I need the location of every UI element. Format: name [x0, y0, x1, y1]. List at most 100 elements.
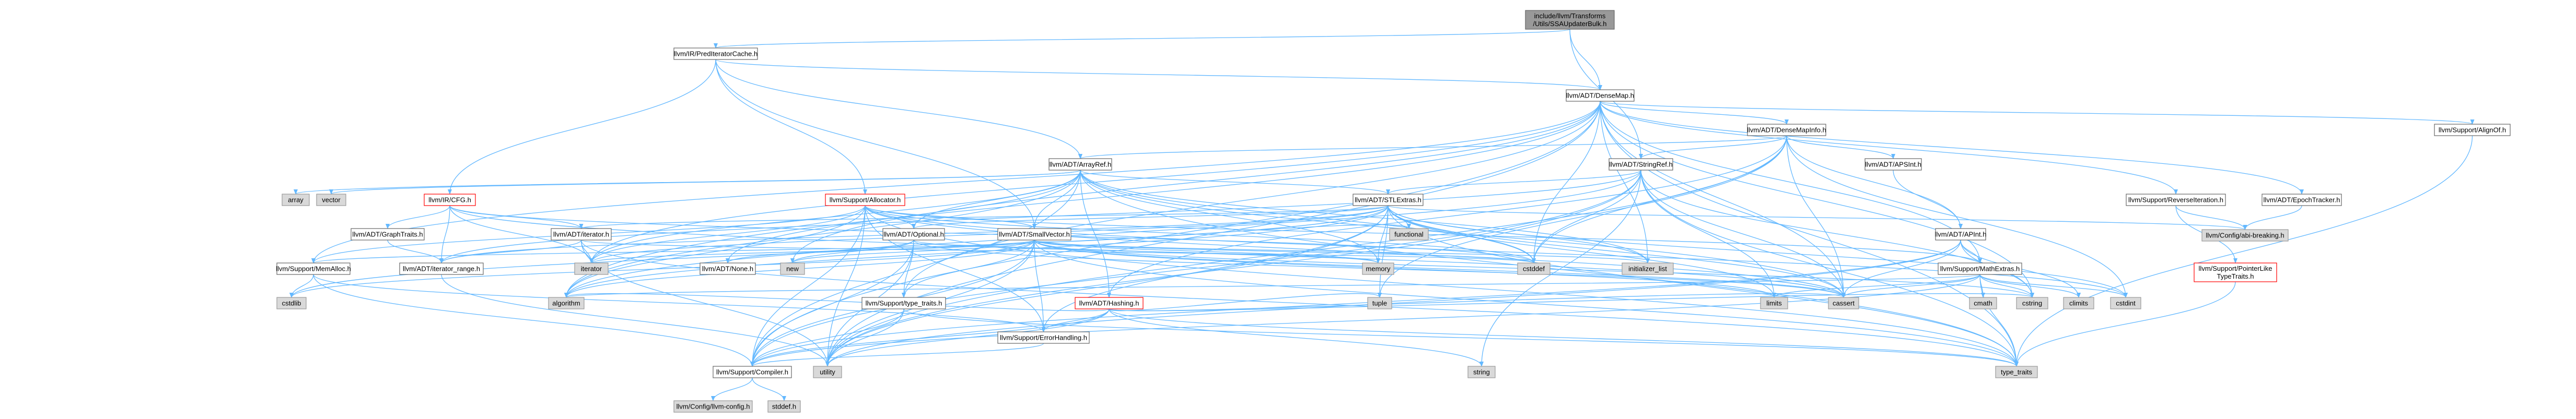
node-box [813, 366, 842, 378]
node-label: llvm/ADT/iterator_range.h [403, 265, 480, 272]
edge-mathextras-to-limits [1772, 274, 1980, 298]
node-box [2434, 124, 2511, 136]
node-box [2262, 194, 2342, 206]
edge-stringref-to-limits [1640, 170, 1776, 298]
node-llvm-adt-arrayref-h[interactable]: llvm/ADT/ArrayRef.h [1048, 158, 1112, 171]
node-algorithm: algorithm [548, 297, 585, 309]
edge-arrayref-to-vector [329, 170, 1081, 195]
edge-densemap-to-cstddef [1532, 101, 1601, 264]
node-llvm-support-errorhandling-h[interactable]: llvm/Support/ErrorHandling.h [997, 331, 1090, 344]
edge-mathextras-to-cstdint [1979, 274, 2128, 298]
edge-mathextras-to-algorithm [565, 274, 1980, 298]
edge-stlextras-to-utility [825, 205, 1389, 367]
node-llvm-adt-stlextras-h[interactable]: llvm/ADT/STLExtras.h [1353, 194, 1424, 206]
edge-mathextras-to-cstring [1979, 274, 2034, 298]
node-llvm-adt-optional-h[interactable]: llvm/ADT/Optional.h [882, 228, 945, 241]
edge-optional-to-compiler [750, 240, 914, 367]
edge-allocator-to-errorhandling [865, 205, 1046, 332]
node-box [780, 262, 805, 275]
node-box [2016, 297, 2048, 309]
node-box [673, 400, 753, 413]
node-box [1353, 194, 1424, 206]
node-limits: limits [1760, 297, 1788, 309]
node-llvm-support-allocator-h[interactable]: llvm/Support/Allocator.h [825, 194, 905, 206]
node-box [276, 262, 351, 275]
edge-stlextras-to-limits [1388, 205, 1776, 298]
node-llvm-support-reverseiteration-h[interactable]: llvm/Support/ReverseIteration.h [2126, 194, 2226, 206]
node-cassert: cassert [1828, 297, 1859, 309]
node-llvm-adt-none-h[interactable]: llvm/ADT/None.h [700, 262, 756, 275]
node-box [282, 194, 310, 206]
node-llvm-adt-iterator-range-h[interactable]: llvm/ADT/iterator_range.h [399, 262, 484, 275]
node-label: llvm/Support/MemAlloc.h [276, 265, 351, 272]
node-llvm-adt-smallvector-h[interactable]: llvm/ADT/SmallVector.h [997, 228, 1071, 241]
edge-smallvector-to-limits [1034, 240, 1776, 298]
node-label: llvm/ADT/ArrayRef.h [1050, 160, 1111, 168]
node-include-llvm-transforms-utils-ssaupdaterbulk-h[interactable]: include/llvm/Transforms/Utils/SSAUpdater… [1525, 10, 1615, 30]
edge-densemap-to-algorithm [564, 101, 1601, 298]
node-box [2063, 297, 2094, 309]
node-box [424, 194, 476, 206]
node-llvm-support-type-traits-h[interactable]: llvm/Support/type_traits.h [861, 297, 946, 309]
node-llvm-support-mathextras-h[interactable]: llvm/Support/MathExtras.h [1938, 262, 2022, 275]
edge-densemapinfo-to-apint [1786, 135, 1963, 229]
node-llvm-adt-epochtracker-h[interactable]: llvm/ADT/EpochTracker.h [2262, 194, 2342, 206]
node-label: cassert [1833, 299, 1855, 307]
node-llvm-adt-apsint-h[interactable]: llvm/ADT/APSInt.h [1864, 158, 1922, 171]
edge-hashing-to-cstring [1109, 292, 2034, 312]
node-label: cmath [1974, 299, 1992, 307]
node-box [1367, 297, 1392, 309]
node-llvm-adt-densemapinfo-h[interactable]: llvm/ADT/DenseMapInfo.h [1747, 124, 1826, 136]
edge-smallvector-to-new [790, 240, 1035, 264]
node-llvm-adt-densemap-h[interactable]: llvm/ADT/DenseMap.h [1566, 89, 1635, 102]
node-llvm-adt-graphtraits-h[interactable]: llvm/ADT/GraphTraits.h [351, 228, 425, 241]
edge-cfg-to-iterator [449, 205, 593, 264]
node-llvm-config-abi-breaking-h: llvm/Config/abi-breaking.h [2201, 229, 2289, 242]
edge-arrayref-to-compiler [750, 170, 1081, 367]
edge-stringref-to-type_traits [1640, 170, 2019, 367]
node-llvm-support-compiler-h[interactable]: llvm/Support/Compiler.h [713, 366, 792, 378]
edge-compiler-to-stddef [752, 377, 786, 401]
edge-stlextras-to-cassert [1388, 205, 1846, 298]
node-label: array [288, 196, 304, 203]
node-llvm-ir-cfg-h[interactable]: llvm/IR/CFG.h [424, 194, 476, 206]
node-box [2126, 194, 2226, 206]
dependency-edges [289, 29, 2474, 401]
edge-densemapinfo-to-tuple [1378, 135, 1787, 298]
node-label: new [786, 265, 799, 272]
node-llvm-adt-iterator-h[interactable]: llvm/ADT/iterator.h [551, 228, 612, 241]
edge-densemap-to-utility [825, 101, 1601, 367]
node-box [1995, 366, 2038, 378]
edge-allocator-to-compiler [750, 205, 866, 367]
edge-arrayref-to-cstddef [1080, 170, 1536, 264]
edge-predcache-to-cfg [448, 59, 716, 195]
edge-predcache-to-allocator [715, 59, 867, 195]
node-llvm-ir-prediteratorcache-h[interactable]: llvm/IR/PredIteratorCache.h [673, 47, 758, 60]
node-box [713, 366, 792, 378]
edge-smallvector-to-type_traits [1034, 240, 2019, 367]
node-llvm-support-memalloc-h[interactable]: llvm/Support/MemAlloc.h [276, 262, 351, 275]
node-llvm-support-alignof-h[interactable]: llvm/Support/AlignOf.h [2434, 124, 2511, 136]
edge-stlextras-to-initlist [1388, 205, 1650, 264]
node-array: array [282, 194, 310, 206]
node-label: memory [1366, 265, 1391, 272]
node-llvm-adt-hashing-h[interactable]: llvm/ADT/Hashing.h [1075, 297, 1144, 309]
edge-stringref-to-algorithm [564, 170, 1641, 298]
node-label: llvm/ADT/iterator.h [553, 230, 609, 238]
edge-iterrange-to-utility [441, 274, 830, 367]
node-box [825, 194, 905, 206]
node-box [1467, 366, 1496, 378]
edge-alignof-to-type_traits [2014, 135, 2473, 367]
edge-apint-to-utility [825, 240, 1961, 367]
node-box [700, 262, 756, 275]
node-label: llvm/ADT/SmallVector.h [999, 230, 1070, 238]
node-label: llvm/Config/llvm-config.h [677, 402, 750, 410]
node-llvm-adt-stringref-h[interactable]: llvm/ADT/StringRef.h [1608, 158, 1673, 171]
node-label: llvm/ADT/DenseMapInfo.h [1747, 126, 1826, 134]
node-box [882, 228, 945, 241]
node-box [1362, 262, 1394, 275]
edge-apsint-to-apint [1893, 170, 1963, 229]
node-llvm-adt-apint-h[interactable]: llvm/ADT/APInt.h [1935, 228, 1987, 241]
edge-pointerlike-to-type_traits [2014, 281, 2236, 367]
